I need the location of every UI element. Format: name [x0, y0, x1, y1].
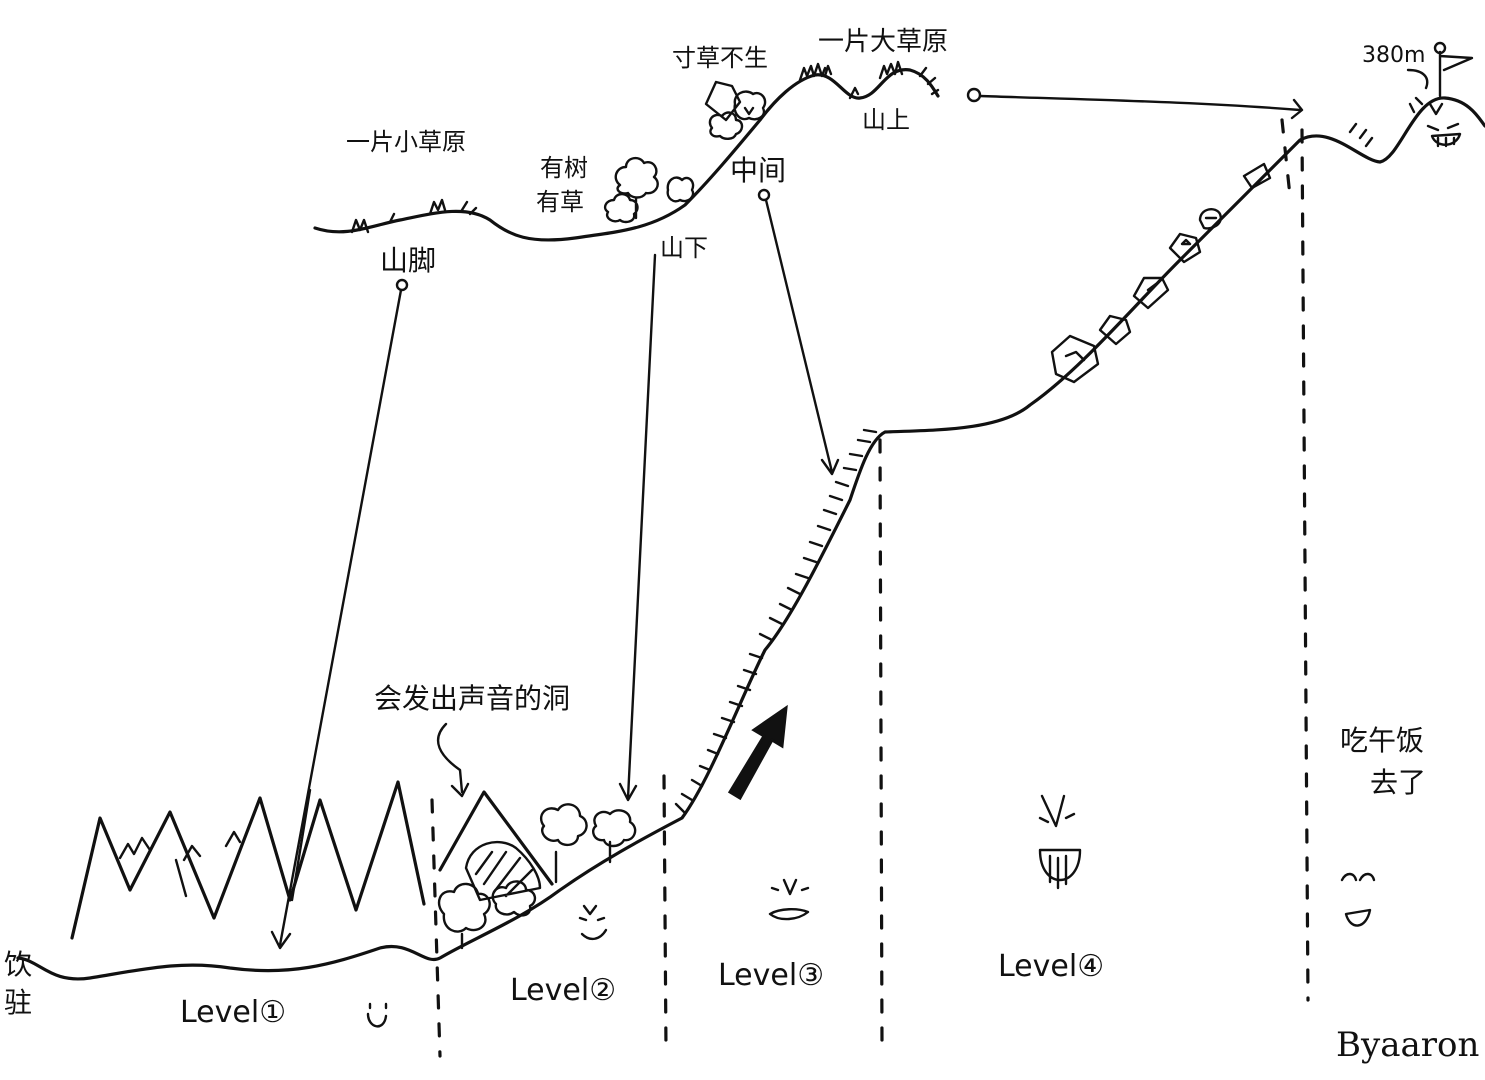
mountain-foot-pin: [395, 278, 409, 292]
big-meadow-grass: [798, 60, 940, 100]
sound-cave-icon: [464, 840, 542, 902]
level4-grin-icon: [1038, 794, 1082, 890]
altitude-arrow: [1406, 68, 1429, 90]
big-meadow-label: 一片大草原: [818, 27, 948, 57]
small-meadow-grass: [350, 198, 478, 234]
level3-face-icon: [768, 878, 810, 921]
goal-flag-icon: [1438, 50, 1474, 98]
overview-terrain-line: [313, 68, 940, 242]
mountain-foot-arrow: [270, 288, 403, 950]
level1-smile-icon: [366, 1002, 388, 1028]
altitude-label: 380m: [1362, 43, 1425, 68]
level-4-label: Level④: [998, 949, 1104, 984]
sound-cave-mountain: [438, 790, 554, 886]
middle-arrow: [764, 198, 840, 476]
on-mountain-arrow: [978, 94, 1304, 120]
on-mountain-label: 山上: [862, 106, 910, 134]
level-1-label: Level①: [180, 995, 286, 1030]
slope-rocks: [1050, 162, 1272, 384]
divider-4-5: [1300, 128, 1310, 1002]
start-label-1: 饮: [4, 948, 32, 981]
lunch-face-icon: [1340, 872, 1376, 927]
slope-trees: [603, 156, 695, 224]
top-right-dash: [1280, 118, 1292, 198]
start-label-2: 驻: [4, 986, 32, 1019]
goal-flag-top: [1433, 41, 1447, 55]
level2-smile-icon: [578, 904, 608, 941]
lunch-label-2: 去了: [1370, 766, 1426, 799]
sound-cave-arrow: [436, 722, 470, 798]
middle-label: 中间: [730, 154, 786, 187]
middle-pin: [757, 188, 771, 202]
has-grass-label: 有草: [536, 188, 584, 216]
goal-face-icon: [1426, 102, 1462, 148]
climb-arrow-icon: [727, 704, 788, 801]
barren-label: 寸草不生: [672, 44, 768, 72]
lunch-label-1: 吃午饭: [1340, 724, 1424, 757]
level1-spike-details: [118, 788, 312, 902]
level-3-label: Level③: [718, 958, 824, 993]
small-meadow-label: 一片小草原: [346, 128, 466, 156]
below-mountain-label: 山下: [660, 234, 708, 262]
has-trees-label: 有树: [540, 154, 588, 182]
below-mountain-line: [618, 253, 657, 802]
barren-top-rocks: [704, 80, 767, 140]
mountain-foot-label: 山脚: [380, 244, 436, 277]
divider-3-4: [878, 438, 884, 1046]
level2-trees: [437, 803, 637, 950]
level1-spike-forest: [70, 780, 426, 940]
signature: Byaaron: [1336, 1025, 1479, 1065]
on-mountain-pin: [966, 87, 982, 103]
sound-cave-label: 会发出声音的洞: [374, 682, 570, 715]
divider-2-3: [662, 774, 668, 1052]
level-2-label: Level②: [510, 973, 616, 1008]
main-terrain-line: [16, 96, 1485, 981]
divider-1-2: [430, 798, 442, 1058]
climb-spikes: [674, 96, 1424, 814]
